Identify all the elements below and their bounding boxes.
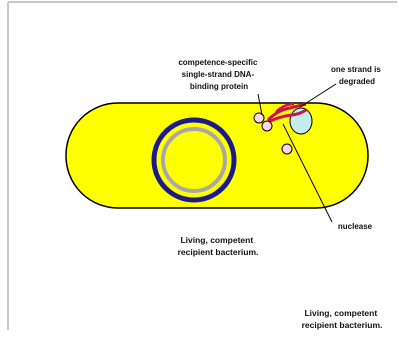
cell-caption-line-1: Living, competent: [180, 235, 253, 245]
ssb-label-line-3: binding protein: [190, 82, 248, 91]
ssb-label-line-2: single-strand DNA-: [182, 70, 255, 79]
ssb-protein: [262, 121, 272, 131]
ssb-protein: [282, 144, 292, 154]
corner-caption: Living, competent recipient bacterium.: [302, 308, 383, 330]
corner-caption-line-2: recipient bacterium.: [302, 320, 383, 330]
degraded-label-line-2: degraded: [339, 77, 375, 86]
degraded-label-line-1: one strand is: [331, 65, 381, 74]
corner-caption-line-1: Living, competent: [304, 308, 377, 318]
degraded-label: one strand is degraded: [331, 65, 383, 86]
cell-caption-line-2: recipient bacterium.: [178, 247, 259, 257]
ssb-label-line-1: competence-specific: [178, 58, 258, 67]
ssb-protein: [254, 113, 264, 123]
ssb-protein-label: competence-specific single-strand DNA- b…: [178, 58, 259, 91]
cell-caption: Living, competent recipient bacterium.: [178, 235, 259, 257]
nuclease-label: nuclease: [338, 222, 373, 231]
